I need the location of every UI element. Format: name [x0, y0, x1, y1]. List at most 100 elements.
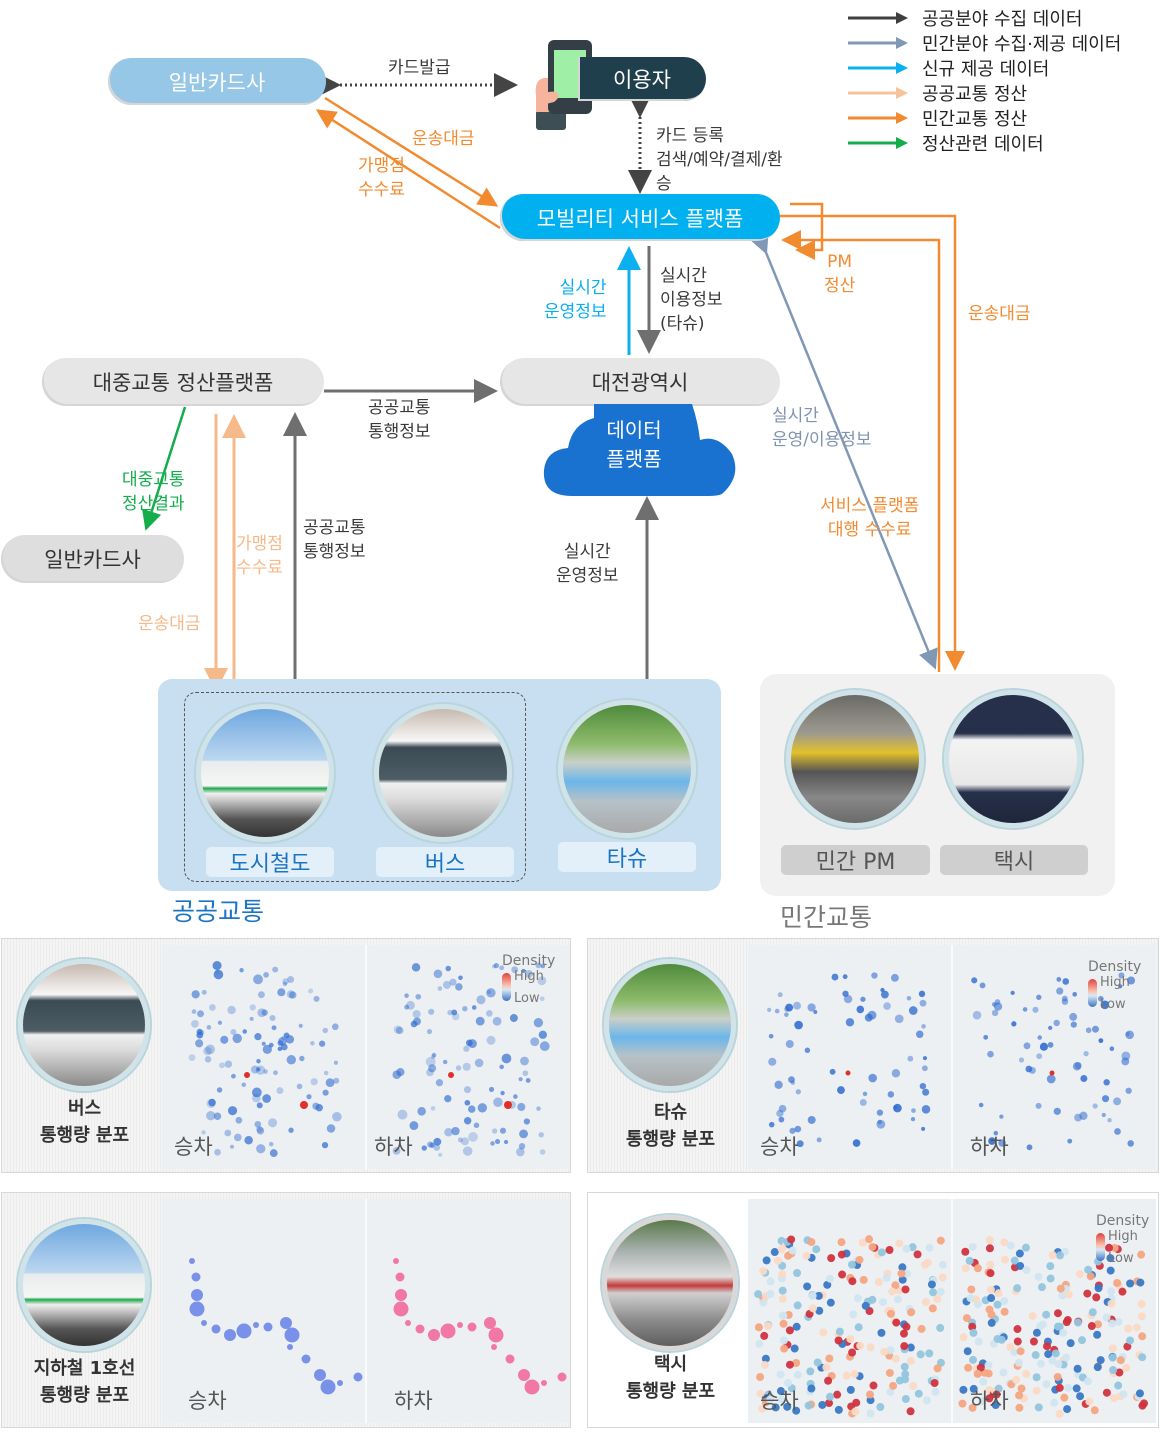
heat-point — [313, 995, 320, 1002]
heat-point — [1048, 1025, 1053, 1031]
heat-point — [910, 1116, 916, 1122]
boarding-station — [314, 1369, 326, 1381]
data-platform-label: 데이터 플랫폼 — [606, 418, 662, 471]
hexbin-cell — [1037, 1359, 1046, 1368]
boarding-station — [337, 1380, 343, 1386]
taxi-distribution-panel: 택시 통행량 분포 승차 하차 Density High Low — [587, 1192, 1159, 1428]
heat-point — [516, 1147, 525, 1157]
metro-photo-small — [18, 1219, 150, 1351]
heat-point — [922, 1056, 928, 1061]
heat-point — [807, 1003, 816, 1012]
hexbin-cell — [760, 1331, 769, 1340]
heat-point — [1097, 995, 1104, 1002]
alighting-station — [518, 1369, 530, 1381]
heat-point — [444, 1095, 452, 1103]
heat-point — [887, 1091, 895, 1098]
service-fee-label: 서비스 플랫폼 대행 수수료 — [820, 496, 920, 540]
heat-point — [768, 1033, 774, 1039]
diagram-connectors — [142, 73, 965, 692]
hexbin-cell — [759, 1267, 768, 1276]
heat-point — [331, 1023, 339, 1031]
heat-point — [522, 1070, 529, 1077]
heat-point — [972, 1010, 982, 1020]
taxi-hexbin-map: 승차 하차 Density High Low — [748, 1199, 1156, 1423]
heat-point — [538, 1030, 548, 1039]
data-platform-node: 데이터 플랫폼 — [542, 404, 738, 496]
hexbin-cell — [833, 1390, 842, 1399]
hexbin-cell — [1083, 1289, 1092, 1298]
heat-point — [196, 1028, 203, 1035]
hexbin-cell — [848, 1277, 857, 1286]
hexbin-cell — [1028, 1312, 1037, 1321]
alighting-station — [457, 1322, 463, 1328]
hexbin-cell — [959, 1333, 968, 1342]
hexbin-cell — [754, 1323, 763, 1332]
hexbin-cell — [1015, 1249, 1024, 1258]
heat-point — [518, 1077, 523, 1082]
hexbin-cell — [978, 1397, 987, 1406]
hexbin-cell — [889, 1381, 898, 1390]
hexbin-cell — [779, 1336, 788, 1345]
hexbin-cell — [837, 1238, 846, 1247]
heat-point — [269, 1014, 276, 1022]
heat-point — [486, 988, 496, 998]
hexbin-cell — [916, 1350, 925, 1359]
heat-point — [276, 1087, 284, 1095]
hexbin-cell — [984, 1361, 993, 1370]
hexbin-cell — [1066, 1339, 1075, 1348]
hexbin-cell — [758, 1404, 767, 1413]
hexbin-cell — [806, 1367, 815, 1376]
legend-item: 공공분야 수집 데이터 — [846, 5, 1121, 30]
hexbin-cell — [898, 1275, 907, 1284]
hexbin-cell — [902, 1244, 911, 1253]
hexbin-cell — [882, 1274, 891, 1283]
heat-point — [256, 1126, 265, 1135]
hexbin-cell — [1073, 1364, 1082, 1373]
boarding-station — [320, 1379, 336, 1395]
heat-point — [272, 966, 279, 973]
alighting-station — [524, 1379, 540, 1395]
heat-point — [271, 1025, 277, 1031]
hexbin-cell — [780, 1344, 789, 1353]
hexbin-cell — [778, 1294, 787, 1303]
card-company-node: 일반카드사 — [108, 58, 326, 105]
heat-point — [460, 1137, 469, 1146]
boarding-label: 승차 — [760, 1389, 799, 1413]
pm-tag: 민간 PM — [781, 845, 930, 875]
hexbin-cell — [1108, 1319, 1117, 1328]
hexbin-cell — [792, 1358, 801, 1367]
heat-point — [444, 1128, 453, 1137]
heat-point — [392, 1147, 401, 1155]
heat-point — [842, 974, 848, 980]
metro-distribution-panel: 지하철 1호선 통행량 분포 승차 하차 — [1, 1192, 571, 1428]
heat-point — [1079, 1111, 1088, 1120]
hexbin-cell — [770, 1248, 779, 1257]
legend-label: 민간분야 수집·제공 데이터 — [922, 33, 1122, 55]
hexbin-cell — [906, 1343, 915, 1352]
heat-point — [257, 991, 265, 999]
hexbin-cell — [1017, 1384, 1026, 1393]
heat-point — [430, 1106, 436, 1111]
boarding-station — [280, 1317, 292, 1329]
heat-point — [774, 1080, 783, 1089]
hexbin-cell — [1123, 1342, 1132, 1351]
heat-point — [768, 1057, 777, 1066]
heat-point — [807, 1115, 816, 1124]
tashu-tag: 타슈 — [558, 842, 696, 872]
heat-point — [250, 1065, 259, 1074]
heat-point — [254, 1033, 262, 1041]
heat-point — [907, 1055, 914, 1062]
heat-point — [333, 1077, 340, 1084]
hexbin-cell — [1116, 1356, 1125, 1365]
boarding-station — [189, 1301, 205, 1317]
hexbin-cell — [1000, 1307, 1009, 1316]
heat-point — [1125, 1087, 1132, 1094]
boarding-station — [263, 1322, 273, 1332]
hexbin-cell — [822, 1363, 831, 1372]
tashu-photo-small — [604, 959, 736, 1091]
heat-point — [1036, 1053, 1043, 1060]
heat-point — [457, 1137, 463, 1143]
hexbin-cell — [1119, 1390, 1128, 1399]
hexbin-cell — [1110, 1243, 1119, 1252]
hexbin-cell — [760, 1360, 769, 1369]
